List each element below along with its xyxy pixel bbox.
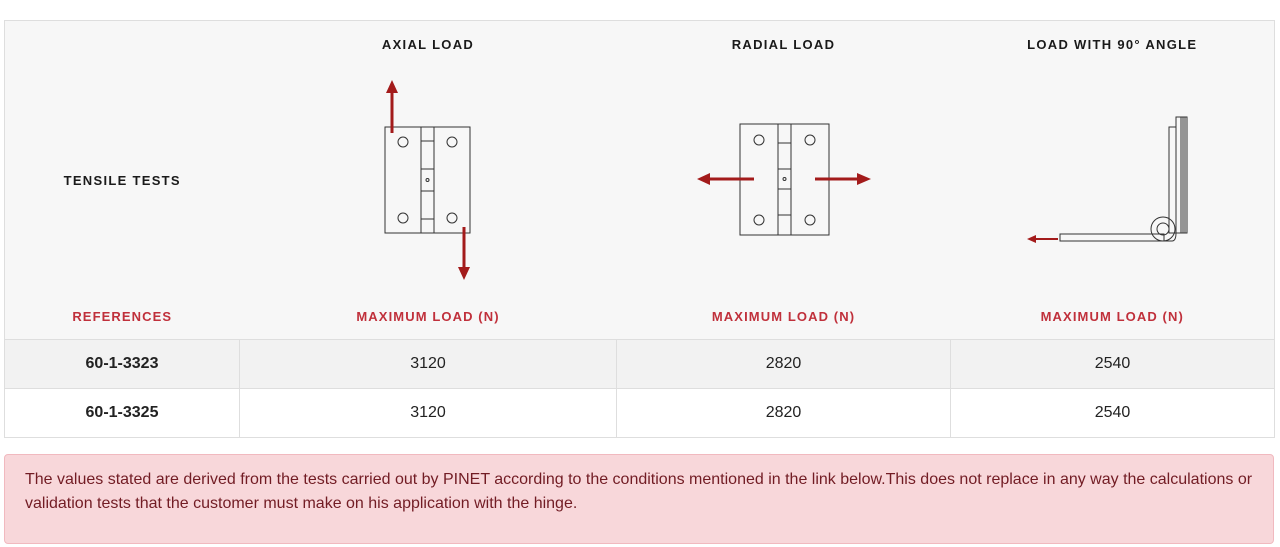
radial-load-title: RADIAL LOAD xyxy=(731,37,836,52)
table-row: 60-1-3325 3120 2820 2540 xyxy=(4,388,1275,438)
angle-max-load-label: MAXIMUM LOAD (N) xyxy=(1040,309,1184,324)
references-label: REFERENCES xyxy=(72,309,173,324)
disclaimer-notice: The values stated are derived from the t… xyxy=(4,454,1274,544)
table-header-row: TENSILE TESTS REFERENCES AXIAL LOAD xyxy=(4,20,1275,340)
tensile-tests-table-wrapper: TENSILE TESTS REFERENCES AXIAL LOAD xyxy=(4,20,1275,438)
disclaimer-text: The values stated are derived from the t… xyxy=(25,471,1253,512)
tensile-tests-heading: TENSILE TESTS xyxy=(63,173,181,188)
header-cell-labels: TENSILE TESTS REFERENCES xyxy=(4,20,240,340)
tensile-tests-table: TENSILE TESTS REFERENCES AXIAL LOAD xyxy=(4,20,1275,438)
radial-load-value: 2820 xyxy=(616,388,951,438)
header-cell-axial-load: AXIAL LOAD xyxy=(239,20,617,340)
axial-load-value: 3120 xyxy=(239,388,617,438)
angle-load-value: 2540 xyxy=(950,339,1275,389)
reference-cell: 60-1-3323 xyxy=(4,339,240,389)
header-cell-radial-load: RADIAL LOAD xyxy=(616,20,951,340)
header-cell-angle-load: LOAD WITH 90° ANGLE xyxy=(950,20,1275,340)
angle-load-value: 2540 xyxy=(950,388,1275,438)
axial-load-value: 3120 xyxy=(239,339,617,389)
axial-load-hinge-diagram xyxy=(384,80,471,280)
table-row: 60-1-3323 3120 2820 2540 xyxy=(4,339,1275,389)
reference-cell: 60-1-3325 xyxy=(4,388,240,438)
radial-load-value: 2820 xyxy=(616,339,951,389)
axial-max-load-label: MAXIMUM LOAD (N) xyxy=(356,309,500,324)
axial-load-title: AXIAL LOAD xyxy=(381,37,475,52)
radial-max-load-label: MAXIMUM LOAD (N) xyxy=(711,309,856,324)
angle-load-hinge-diagram xyxy=(1027,116,1188,243)
angle-load-title: LOAD WITH 90° ANGLE xyxy=(1027,37,1198,52)
radial-load-hinge-diagram xyxy=(696,123,871,236)
